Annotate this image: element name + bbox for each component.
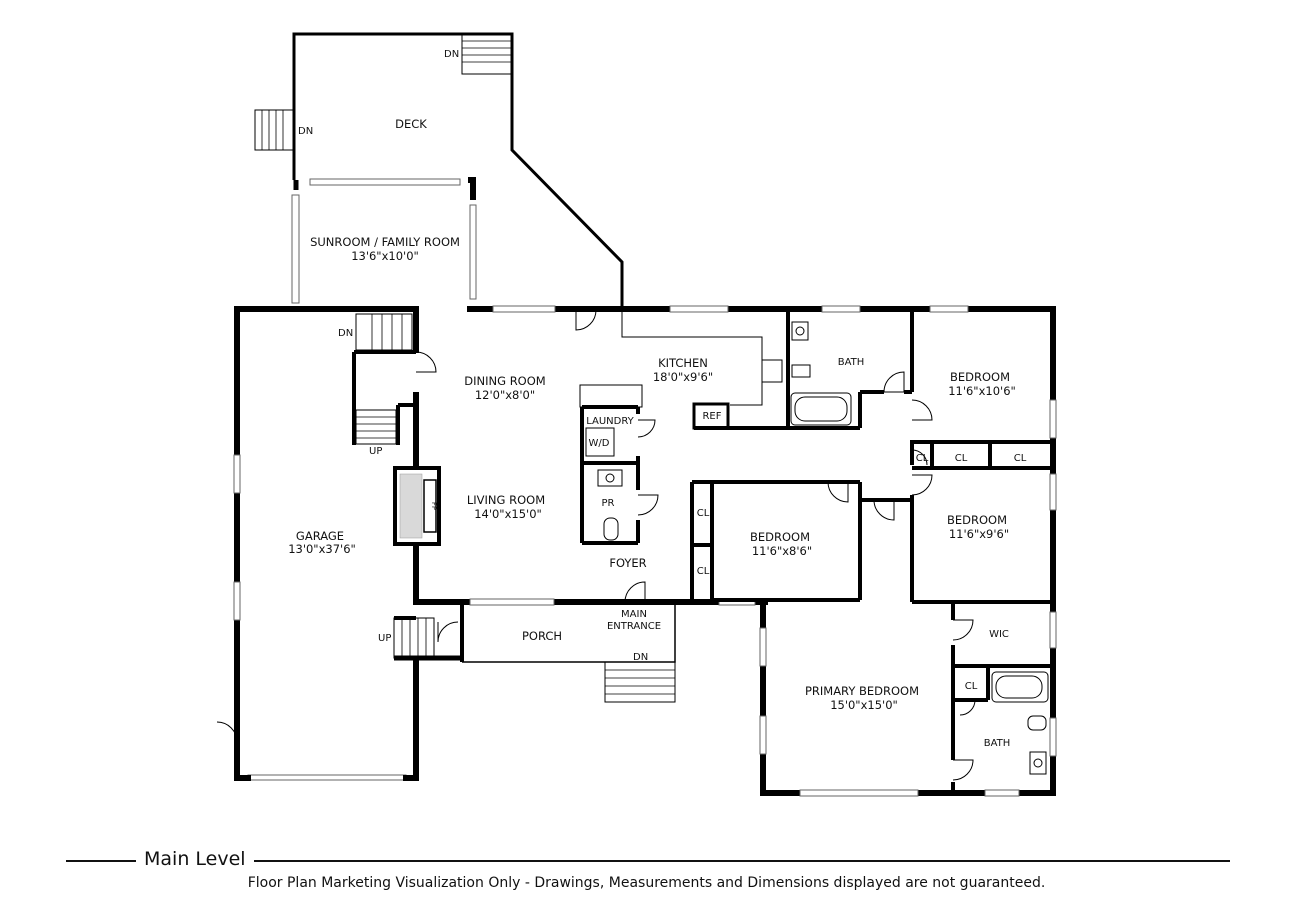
- deck-stair-dn-top: DN: [444, 49, 459, 60]
- dining-dims: 12'0"x8'0": [475, 388, 535, 402]
- pr-label: PR: [602, 498, 615, 509]
- door-swings: [216, 309, 976, 781]
- porch-structure: [355, 313, 676, 703]
- closet-label: CL: [955, 453, 968, 464]
- bedroom3-label: BEDROOM: [947, 513, 1007, 527]
- closet-label: CL: [697, 566, 710, 577]
- main-entrance-line1: MAIN: [621, 609, 647, 620]
- main-entrance-line2: ENTRANCE: [607, 621, 661, 632]
- bedroom1-dims: 11'6"x10'6": [948, 384, 1016, 398]
- bedroom2-label: BEDROOM: [750, 530, 810, 544]
- sunroom-dims: 13'6"x10'0": [351, 249, 419, 263]
- deck-label: DECK: [395, 117, 427, 131]
- bath1-label: BATH: [838, 357, 865, 368]
- living-label: LIVING ROOM: [467, 493, 545, 507]
- porch-stair-up: UP: [378, 633, 391, 644]
- closet-label: CL: [965, 681, 978, 692]
- primary-bedroom-label: PRIMARY BEDROOM: [805, 684, 919, 698]
- garage-stair-dn: DN: [338, 328, 353, 339]
- wd-label: W/D: [589, 438, 610, 449]
- living-dims: 14'0"x15'0": [474, 507, 542, 521]
- garage-dims: 13'0"x37'6": [288, 542, 356, 556]
- dining-label: DINING ROOM: [464, 374, 545, 388]
- level-title: Main Level: [136, 848, 254, 870]
- sunroom-label: SUNROOM / FAMILY ROOM: [310, 235, 460, 249]
- closet-label: CL: [1014, 453, 1027, 464]
- porch-label: PORCH: [522, 629, 562, 643]
- exterior-walls: [234, 306, 1056, 796]
- closet-label: CL: [916, 453, 929, 464]
- kitchen-label: KITCHEN: [658, 356, 708, 370]
- footer-divider: [66, 860, 1230, 862]
- disclaimer-text: Floor Plan Marketing Visualization Only …: [247, 875, 1046, 891]
- foyer-label: FOYER: [609, 556, 646, 570]
- bedroom2-dims: 11'6"x8'6": [752, 544, 812, 558]
- exterior-windows: [233, 305, 1057, 797]
- garage-label: GARAGE: [296, 529, 344, 543]
- kitchen-dims: 18'0"x9'6": [653, 370, 713, 384]
- closet-label: CL: [697, 508, 710, 519]
- sunroom-walls: [291, 177, 477, 304]
- ref-label: REF: [702, 411, 721, 422]
- wic-label: WIC: [989, 629, 1009, 640]
- garage-stair-up: UP: [369, 446, 382, 457]
- primary-bedroom-dims: 15'0"x15'0": [830, 698, 898, 712]
- bedroom3-dims: 11'6"x9'6": [949, 527, 1009, 541]
- bath2-label: BATH: [984, 738, 1011, 749]
- deck-stair-dn-left: DN: [298, 126, 313, 137]
- porch-stair-dn: DN: [633, 652, 648, 663]
- bedroom1-label: BEDROOM: [950, 370, 1010, 384]
- laundry-label: LAUNDRY: [586, 416, 634, 427]
- fireplace-label: FP: [430, 502, 438, 510]
- deck-outline: [254, 32, 624, 308]
